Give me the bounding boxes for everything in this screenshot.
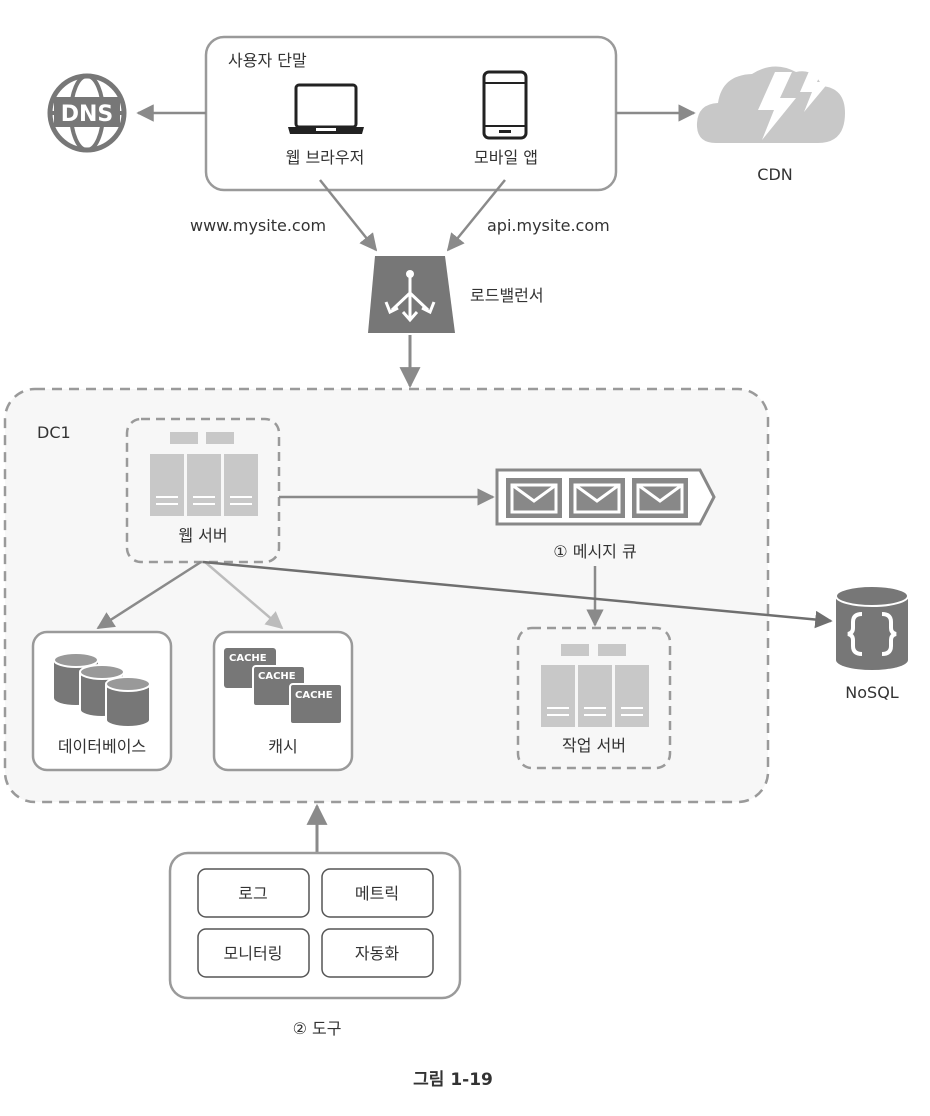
tool-monitoring-label: 모니터링 [224,944,283,963]
tool-automation-label: 자동화 [355,944,399,963]
client-group-label: 사용자 단말 [228,51,307,70]
cache-label: 캐시 [268,737,297,756]
load-balancer-label: 로드밸런서 [470,286,544,305]
web-to-nosql-arrow [202,560,833,629]
database-label: 데이터베이스 [58,737,146,756]
api-domain-label: api.mysite.com [487,216,610,235]
message-queue-label: ① 메시지 큐 [553,542,636,561]
client-group: 사용자 단말 웹 브라우저 모바일 앱 [204,35,618,192]
cache-icon-text-1: CACHE [229,653,267,664]
laptop-icon [288,83,364,134]
web-to-database-arrow [96,560,202,630]
nosql-icon [835,585,909,670]
cdn-label: CDN [757,165,792,184]
load-balancer-icon [368,256,455,333]
dc-label: DC1 [37,423,71,442]
message-queue-icon [495,468,716,526]
dns-globe-icon: DNS [47,73,127,153]
web-domain-label: www.mysite.com [190,216,326,235]
tool-metric-box [321,868,434,918]
cache-icon: CACHE CACHE CACHE [224,648,343,725]
tool-metric-label: 메트릭 [355,884,399,903]
figure-caption: 그림 1-19 [413,1070,493,1090]
nosql-label: NoSQL [845,683,899,702]
tool-automation-box [321,928,434,978]
web-server-label: 웹 서버 [178,526,227,545]
database-icon [53,652,151,728]
worker-server-icon [541,644,649,727]
cdn-cloud-icon [696,62,845,143]
worker-box [516,626,672,770]
web-to-cache-arrow [204,561,284,630]
browser-to-lb-arrow [319,179,378,252]
web-server-icon [150,432,258,516]
cache-icon-text-3: CACHE [295,690,333,701]
tools-caption: ② 도구 [293,1019,342,1038]
tool-log-box [197,868,310,918]
mobile-app-label: 모바일 앱 [474,148,538,167]
tools-group: 로그 메트릭 모니터링 자동화 [168,851,462,1000]
web-browser-label: 웹 브라우저 [286,148,365,167]
tool-log-label: 로그 [238,884,267,903]
app-to-lb-arrow [446,179,506,252]
dns-icon-text: DNS [61,102,114,127]
tool-monitoring-box [197,928,310,978]
phone-icon [482,70,528,140]
cache-icon-text-2: CACHE [258,671,296,682]
worker-label: 작업 서버 [562,736,626,755]
dc-container: DC1 웹 서버 [3,387,770,804]
web-server-box [125,417,281,564]
